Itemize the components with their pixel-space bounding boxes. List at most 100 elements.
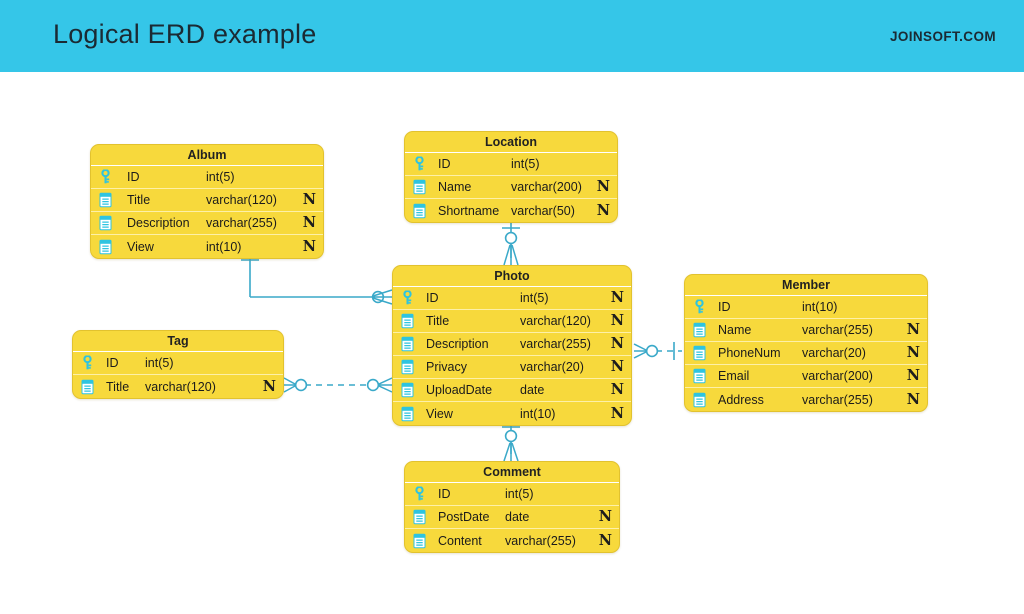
- entity-title: Location: [405, 132, 617, 153]
- field-name: Name: [438, 180, 472, 194]
- field-name: ID: [426, 291, 439, 305]
- field-type: varchar(120): [206, 193, 277, 207]
- field-row[interactable]: Name varchar(200) N: [405, 176, 617, 199]
- entity-title: Photo: [393, 266, 631, 287]
- field-name: PhoneNum: [718, 346, 781, 360]
- column-icon: [99, 239, 112, 254]
- field-type: int(10): [802, 300, 838, 314]
- field-row[interactable]: Name varchar(255) N: [685, 319, 927, 342]
- column-icon: [413, 203, 426, 218]
- field-type: date: [505, 510, 530, 524]
- column-icon: [401, 406, 414, 421]
- field-row[interactable]: ID int(5): [91, 166, 323, 189]
- field-type: varchar(50): [511, 203, 575, 218]
- field-name: PostDate: [438, 510, 490, 524]
- column-icon: [99, 215, 112, 231]
- column-icon: [413, 509, 426, 525]
- column-icon: [99, 192, 112, 208]
- column-icon: [401, 359, 414, 375]
- field-name: Title: [106, 379, 130, 394]
- field-name: Name: [718, 323, 752, 337]
- primary-key-icon: [413, 155, 426, 172]
- primary-key-icon: [81, 354, 94, 371]
- column-icon: [693, 345, 706, 361]
- field-type: int(10): [520, 406, 556, 421]
- relationship-tag-photo: [283, 377, 393, 393]
- field-row[interactable]: ID int(5): [405, 483, 619, 506]
- field-name: ID: [438, 487, 451, 501]
- field-name: ID: [106, 356, 119, 370]
- nullable-marker: N: [906, 343, 920, 361]
- column-icon: [401, 336, 414, 352]
- page-header: Logical ERD example JOINSOFT.COM: [0, 0, 1024, 72]
- nullable-marker: N: [598, 531, 612, 549]
- nullable-marker: N: [610, 334, 624, 352]
- entity-title: Album: [91, 145, 323, 166]
- field-type: date: [520, 383, 545, 397]
- nullable-marker: N: [596, 177, 610, 195]
- nullable-marker: N: [906, 390, 920, 408]
- field-type: varchar(255): [505, 533, 576, 548]
- field-name: Title: [127, 193, 151, 207]
- nullable-marker: N: [598, 507, 612, 525]
- field-row[interactable]: PostDate date N: [405, 506, 619, 529]
- column-icon: [401, 382, 414, 398]
- primary-key-icon: [401, 289, 414, 306]
- field-type: varchar(20): [802, 346, 866, 360]
- field-type: int(5): [511, 157, 540, 171]
- nullable-marker: N: [596, 201, 610, 219]
- relationship-photo-member: [633, 342, 682, 360]
- field-name: ID: [718, 300, 731, 314]
- field-row[interactable]: ID int(10): [685, 296, 927, 319]
- column-icon: [413, 533, 426, 548]
- field-type: int(5): [206, 170, 235, 184]
- field-name: ID: [127, 170, 140, 184]
- field-row[interactable]: ID int(5): [405, 153, 617, 176]
- column-icon: [401, 313, 414, 329]
- entity-title: Member: [685, 275, 927, 296]
- field-type: varchar(255): [802, 323, 873, 337]
- field-name: ID: [438, 157, 451, 171]
- entity-title: Tag: [73, 331, 283, 352]
- field-name: Description: [426, 337, 489, 351]
- field-name: View: [426, 406, 453, 421]
- column-icon: [81, 379, 94, 394]
- field-type: varchar(200): [511, 180, 582, 194]
- field-row[interactable]: PhoneNum varchar(20) N: [685, 342, 927, 365]
- nullable-marker: N: [302, 213, 316, 231]
- field-type: varchar(20): [520, 360, 584, 374]
- field-type: int(5): [505, 487, 534, 501]
- entity-title: Comment: [405, 462, 619, 483]
- field-type: varchar(255): [802, 392, 873, 407]
- nullable-marker: N: [906, 320, 920, 338]
- field-name: UploadDate: [426, 383, 493, 397]
- primary-key-icon: [99, 168, 112, 185]
- field-type: int(10): [206, 239, 242, 254]
